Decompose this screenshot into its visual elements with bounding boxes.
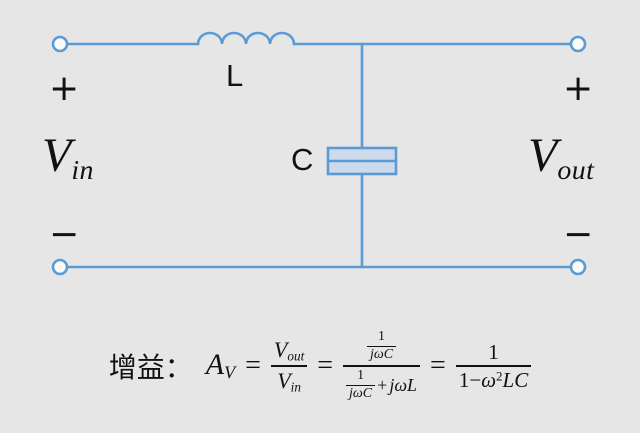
inductor-symbol [196,31,296,46]
fraction-bar [366,345,397,348]
vin-subscript: in [71,154,94,186]
vout-num-sub: out [287,348,305,364]
vin-plus-sign: + [49,68,80,109]
vout-subscript: out [557,154,595,186]
vin-base: V [42,129,72,182]
fraction-vout-vin: Vout Vin [270,338,308,394]
plus-sign: + [377,374,388,395]
terminal-top-right [569,35,587,53]
fraction-v-den: Vin [274,369,304,394]
vin-den-sub: in [290,379,301,395]
fraction-bar [455,365,532,367]
terminal-top-left [51,35,69,53]
den-jwc: jωC [349,386,373,402]
vin-den-base: V [277,368,291,393]
terminal-bottom-right [569,258,587,276]
vout-plus-sign: + [563,68,594,109]
fraction-bar [270,365,308,367]
fraction-bar [343,365,421,367]
num-jwc: jωC [369,347,394,363]
gain-formula: 增益： AV = Vout Vin = 1 jωC 1 jωC + [0,316,640,416]
impedance-denominator-fraction: 1 jωC [346,368,376,402]
vout-num-base: V [273,336,288,362]
equals-3: = [430,350,446,381]
gain-prefix: 增益： [108,352,193,383]
equals-1: = [245,350,261,381]
result-num: 1 [488,339,499,364]
impedance-numerator-fraction: 1 jωC [364,329,399,363]
jwl-term: jωL [389,374,418,395]
result-den-omega: ω [481,368,497,392]
result-den: 1−ω2LC [456,369,531,391]
result-den-lc: LC [502,368,529,392]
vin-label: Vin [42,128,94,187]
vout-base: V [528,129,558,182]
vout-label: Vout [528,128,594,187]
terminal-bottom-left [51,258,69,276]
capacitor-label: C [291,142,314,177]
num-1: 1 [378,329,386,345]
impedance-denominator: 1 jωC + jωL [343,368,420,402]
gain-symbol-sub: V [224,362,236,383]
vout-minus-sign: − [563,214,594,255]
equals-2: = [317,350,334,381]
result-den-squared: 2 [496,368,503,384]
gain-symbol-base: A [205,348,225,382]
vin-minus-sign: − [49,214,80,255]
gain-symbol: AV [206,348,235,384]
inductor-label: L [226,58,244,93]
fraction-bar [346,384,376,387]
fraction-v-num: Vout [271,338,307,363]
fraction-impedance: 1 jωC 1 jωC + jωL [343,329,421,402]
result-den-one-minus: 1− [458,368,482,392]
den-1: 1 [357,368,365,383]
fraction-result: 1 1−ω2LC [455,339,532,391]
